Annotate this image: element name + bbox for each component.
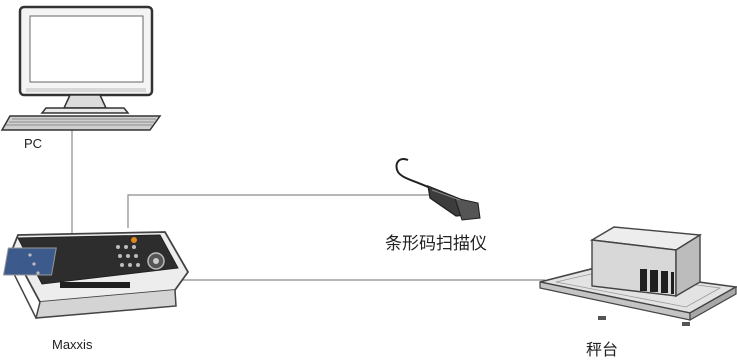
platform-scale-icon bbox=[539, 226, 737, 326]
scale-label: 秤台 bbox=[586, 340, 619, 359]
maxxis-label: Maxxis bbox=[52, 337, 93, 352]
desktop-computer-icon bbox=[0, 5, 162, 131]
weighing-terminal-icon bbox=[2, 231, 190, 319]
connections bbox=[71, 130, 545, 281]
barcode-scanner-label: 条形码扫描仪 bbox=[385, 234, 487, 254]
barcode-scanner-icon bbox=[395, 158, 481, 221]
pc-label: PC bbox=[24, 136, 43, 151]
maxxis-scanner-connection bbox=[127, 194, 436, 228]
